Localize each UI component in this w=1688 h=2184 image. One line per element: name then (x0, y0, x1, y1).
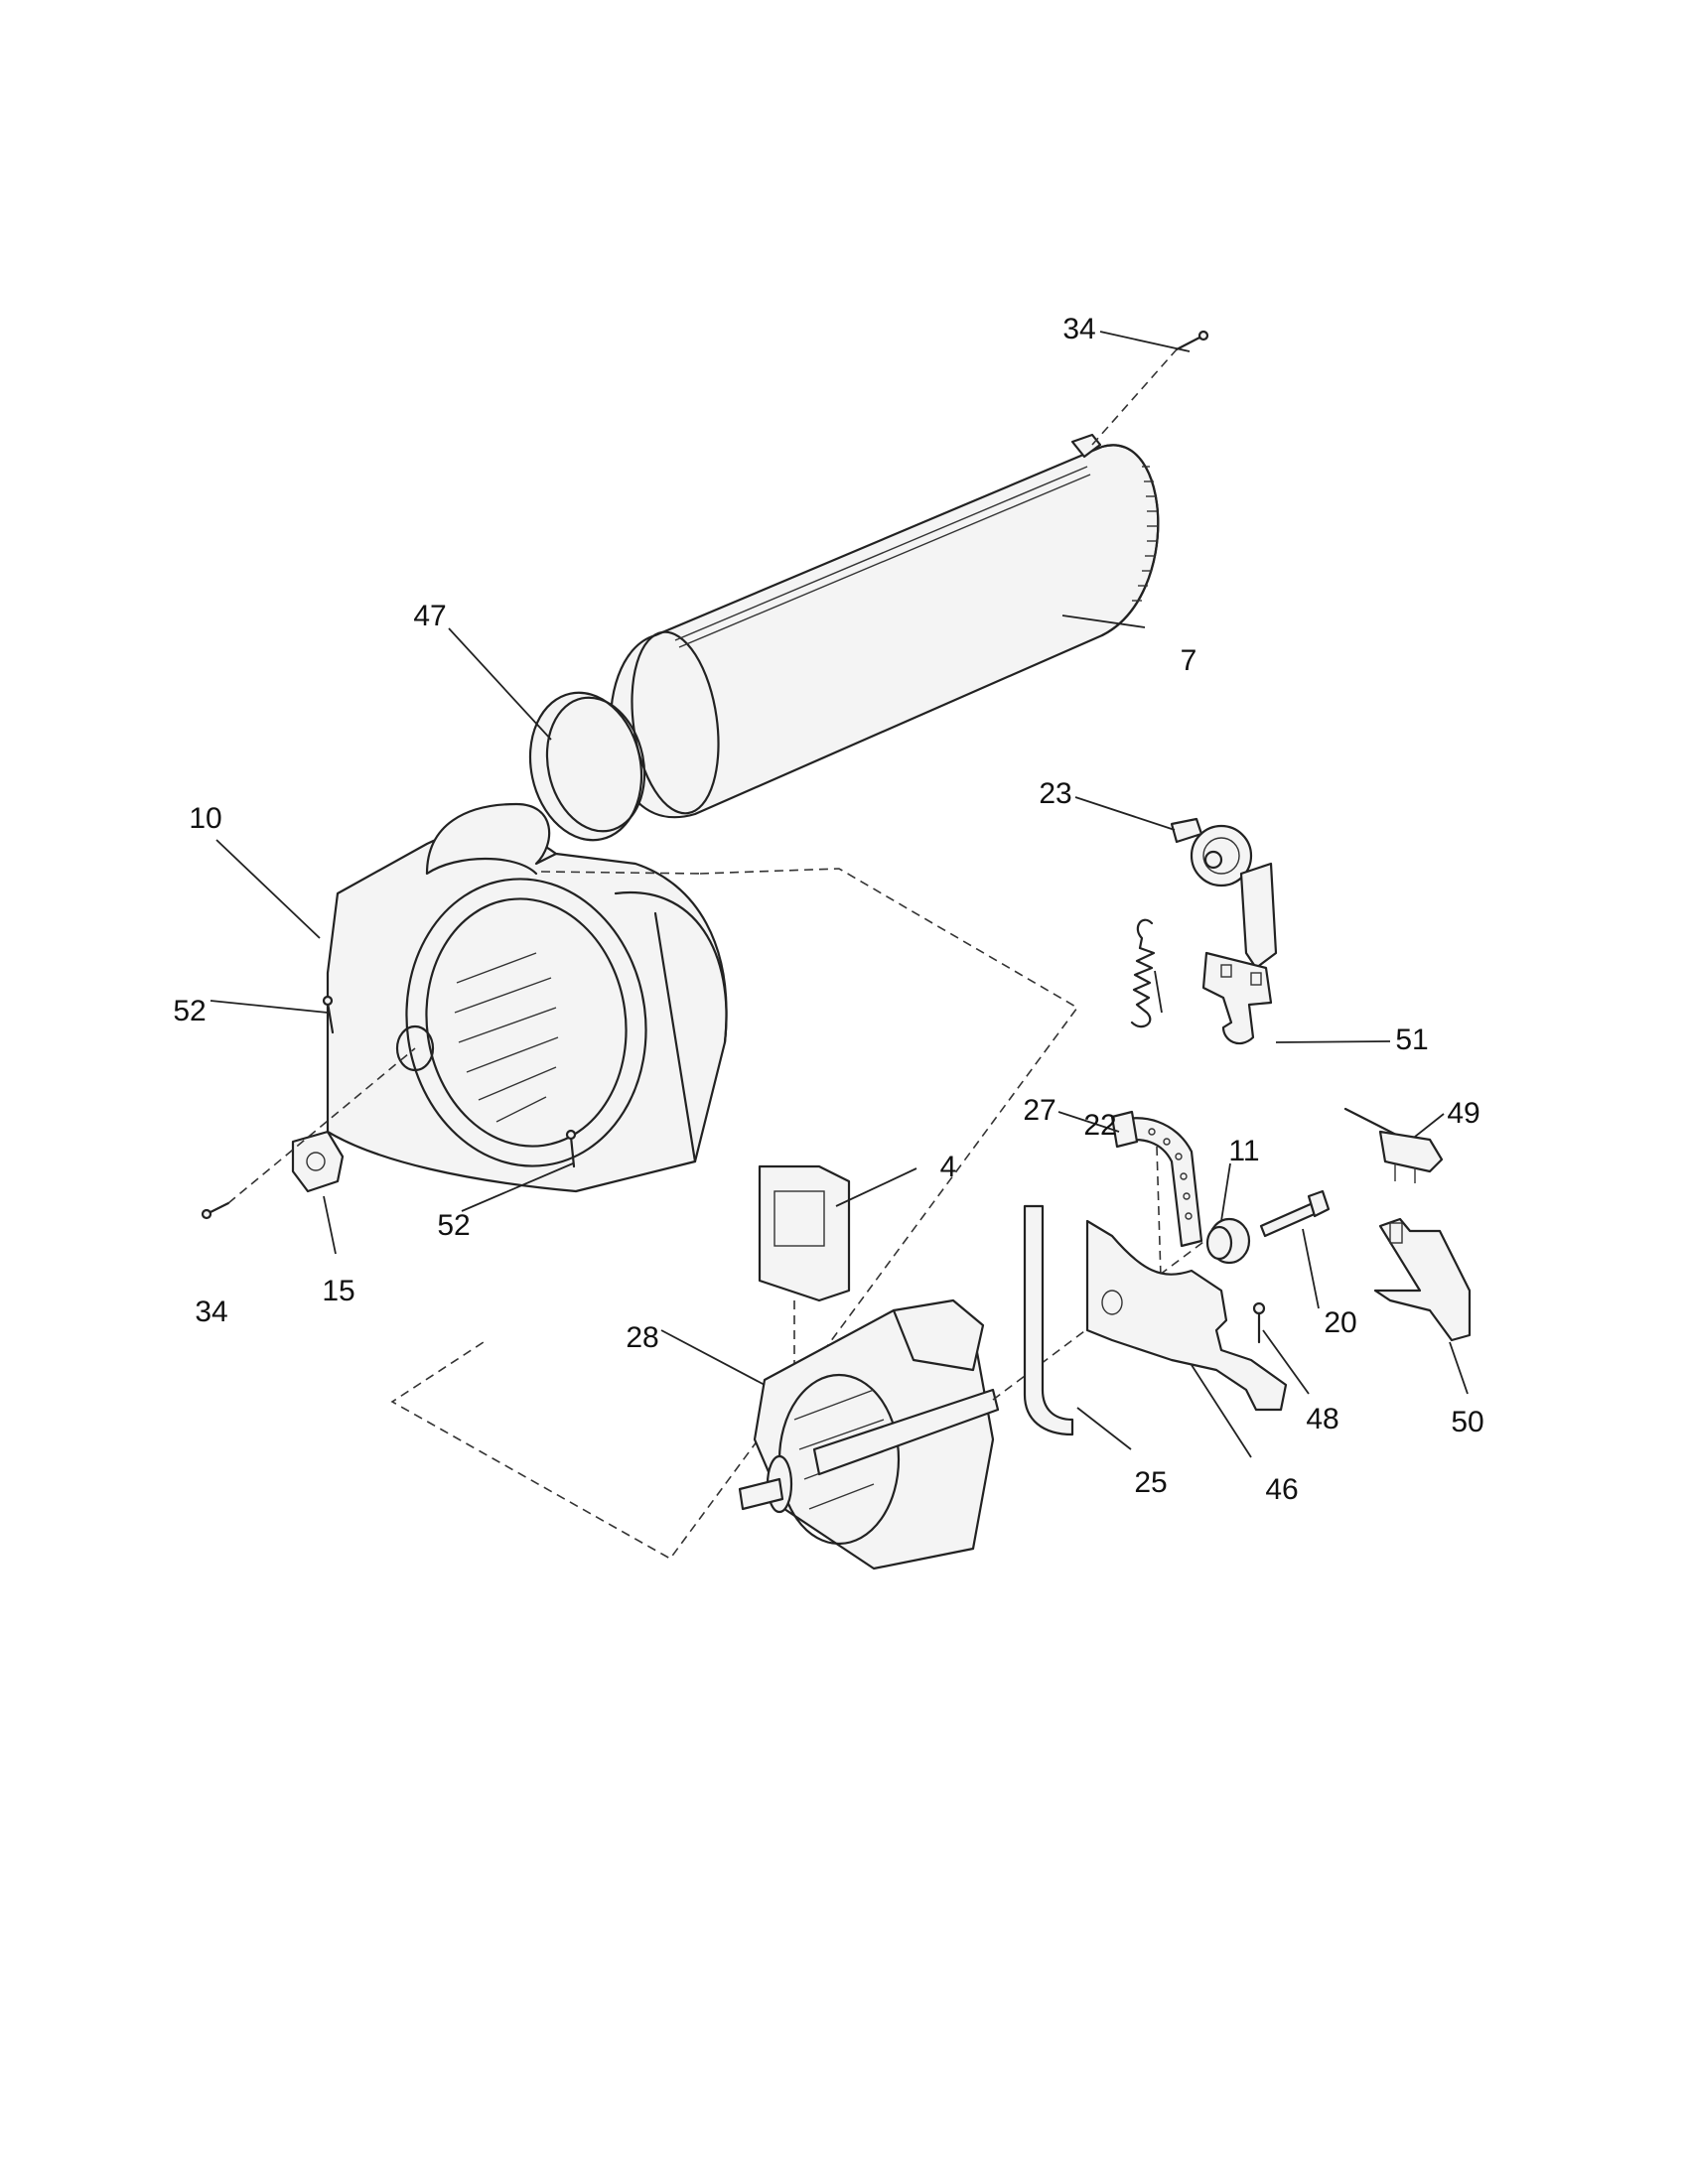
callout-4: 4 (940, 1151, 957, 1183)
callout-47: 47 (413, 600, 446, 632)
part-51-bracket[interactable] (1201, 951, 1273, 1045)
callout-15: 15 (322, 1275, 354, 1307)
part-4-motor-bracket[interactable] (758, 1164, 851, 1302)
leader-lines (210, 331, 1469, 1458)
part-25-belt[interactable] (1023, 1204, 1074, 1436)
part-15-thermostat[interactable] (291, 1130, 345, 1193)
callout-34-top: 34 (1062, 313, 1095, 345)
part-28-drive-motor[interactable] (738, 1298, 1000, 1570)
part-23-idler-pulley[interactable] (1170, 817, 1278, 970)
part-20-bolt[interactable] (1259, 1189, 1331, 1238)
callout-34-left: 34 (195, 1296, 227, 1328)
callout-25: 25 (1134, 1466, 1167, 1499)
callout-10: 10 (189, 802, 221, 835)
callout-7: 7 (1181, 644, 1197, 677)
part-7-exhaust-duct[interactable] (609, 433, 1160, 819)
part-48-screw[interactable] (1252, 1301, 1266, 1344)
callout-20: 20 (1324, 1306, 1356, 1339)
callout-52-left: 52 (173, 995, 206, 1027)
part-46-idler-bracket[interactable] (1085, 1219, 1288, 1412)
callout-22: 22 (1083, 1109, 1116, 1142)
part-10-blower-housing[interactable] (326, 802, 728, 1193)
callout-52-bottom: 52 (437, 1209, 470, 1242)
callout-23: 23 (1039, 777, 1071, 810)
callout-49: 49 (1447, 1097, 1479, 1130)
part-50-switch-mount[interactable] (1373, 1217, 1472, 1342)
part-49-switch[interactable] (1343, 1107, 1444, 1183)
part-27-actuator[interactable] (1110, 1110, 1203, 1248)
part-47-duct-ring[interactable] (517, 682, 656, 851)
part-22-idler-spring[interactable] (1130, 918, 1156, 1028)
part-34-screw-left[interactable] (201, 1201, 230, 1220)
callout-51: 51 (1395, 1024, 1428, 1056)
callout-labels: 34 7 47 23 10 52 22 51 49 27 11 4 52 34 … (173, 313, 1483, 1506)
callout-11: 11 (1228, 1135, 1259, 1167)
callout-46: 46 (1265, 1473, 1298, 1506)
callout-28: 28 (626, 1321, 658, 1354)
callout-48: 48 (1306, 1403, 1338, 1435)
part-52-screw-left[interactable] (322, 995, 335, 1034)
callout-50: 50 (1451, 1406, 1483, 1438)
part-52-screw-bottom[interactable] (565, 1129, 577, 1168)
part-11-idler-wheel[interactable] (1205, 1217, 1251, 1265)
callout-27: 27 (1023, 1094, 1055, 1127)
part-34-screw-top[interactable] (1175, 330, 1209, 351)
